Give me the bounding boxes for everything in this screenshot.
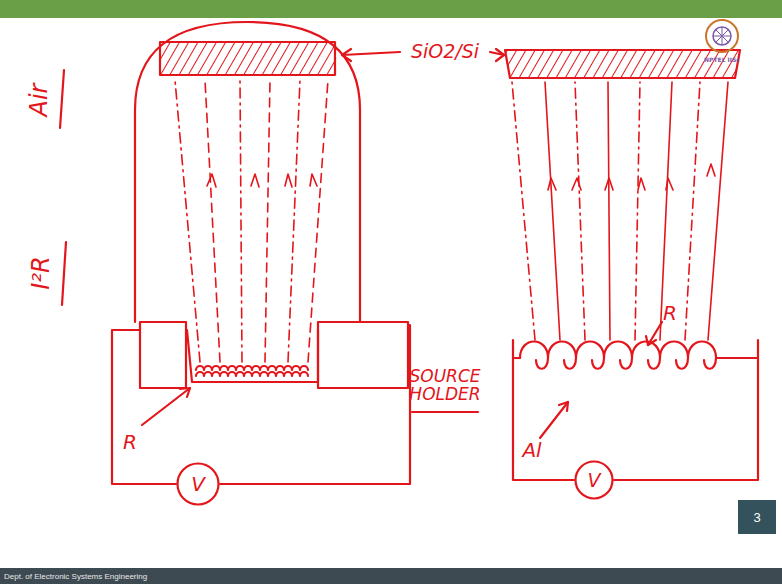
institute-logo <box>706 20 738 52</box>
ambient-label: Air <box>27 84 52 117</box>
top-band <box>0 0 782 18</box>
underline <box>60 70 64 128</box>
source-material <box>196 372 308 376</box>
resistor-label: R <box>123 432 137 453</box>
footer-band-text: Dept. of Electronic Systems Engineering <box>4 572 147 581</box>
source-material <box>196 366 308 370</box>
vapour-flux <box>175 80 328 362</box>
clamp-block <box>140 322 186 388</box>
footer-band: Dept. of Electronic Systems Engineering <box>0 568 782 584</box>
voltmeter-symbol-text: V <box>588 469 601 491</box>
substrate-target <box>160 42 335 75</box>
slide-number: 3 <box>738 500 776 534</box>
arrow-head <box>646 336 656 345</box>
source-boat <box>187 330 318 382</box>
underline <box>62 242 66 305</box>
voltmeter-symbol: V <box>176 462 220 506</box>
bell-jar <box>135 22 360 322</box>
wire <box>220 325 410 484</box>
leader-line <box>142 388 190 425</box>
arrow-head <box>496 49 504 61</box>
material-label: SiO2/Si <box>411 42 479 62</box>
arrow-head <box>559 402 568 411</box>
wire <box>614 340 758 480</box>
voltmeter-symbol-text: V <box>191 472 205 496</box>
vapour-flux <box>512 82 728 340</box>
wire <box>513 340 574 480</box>
clamp-block <box>318 322 408 388</box>
leader-line <box>540 402 568 438</box>
logo-text: NPTEL IISc <box>704 57 740 63</box>
filament-coil <box>520 342 716 369</box>
resistor-label: R <box>663 303 677 324</box>
substrate-target <box>505 50 740 78</box>
arrow-head <box>342 49 351 61</box>
pointer-arrow <box>342 52 400 55</box>
arrow-head <box>180 388 190 397</box>
material-label: Al <box>522 440 541 461</box>
source-holder-label: SOURCE HOLDER <box>405 368 485 404</box>
slide-number-text: 3 <box>753 510 760 525</box>
heating-label: I²R <box>29 256 54 289</box>
underline <box>412 411 478 413</box>
voltmeter-symbol: V <box>574 460 614 500</box>
